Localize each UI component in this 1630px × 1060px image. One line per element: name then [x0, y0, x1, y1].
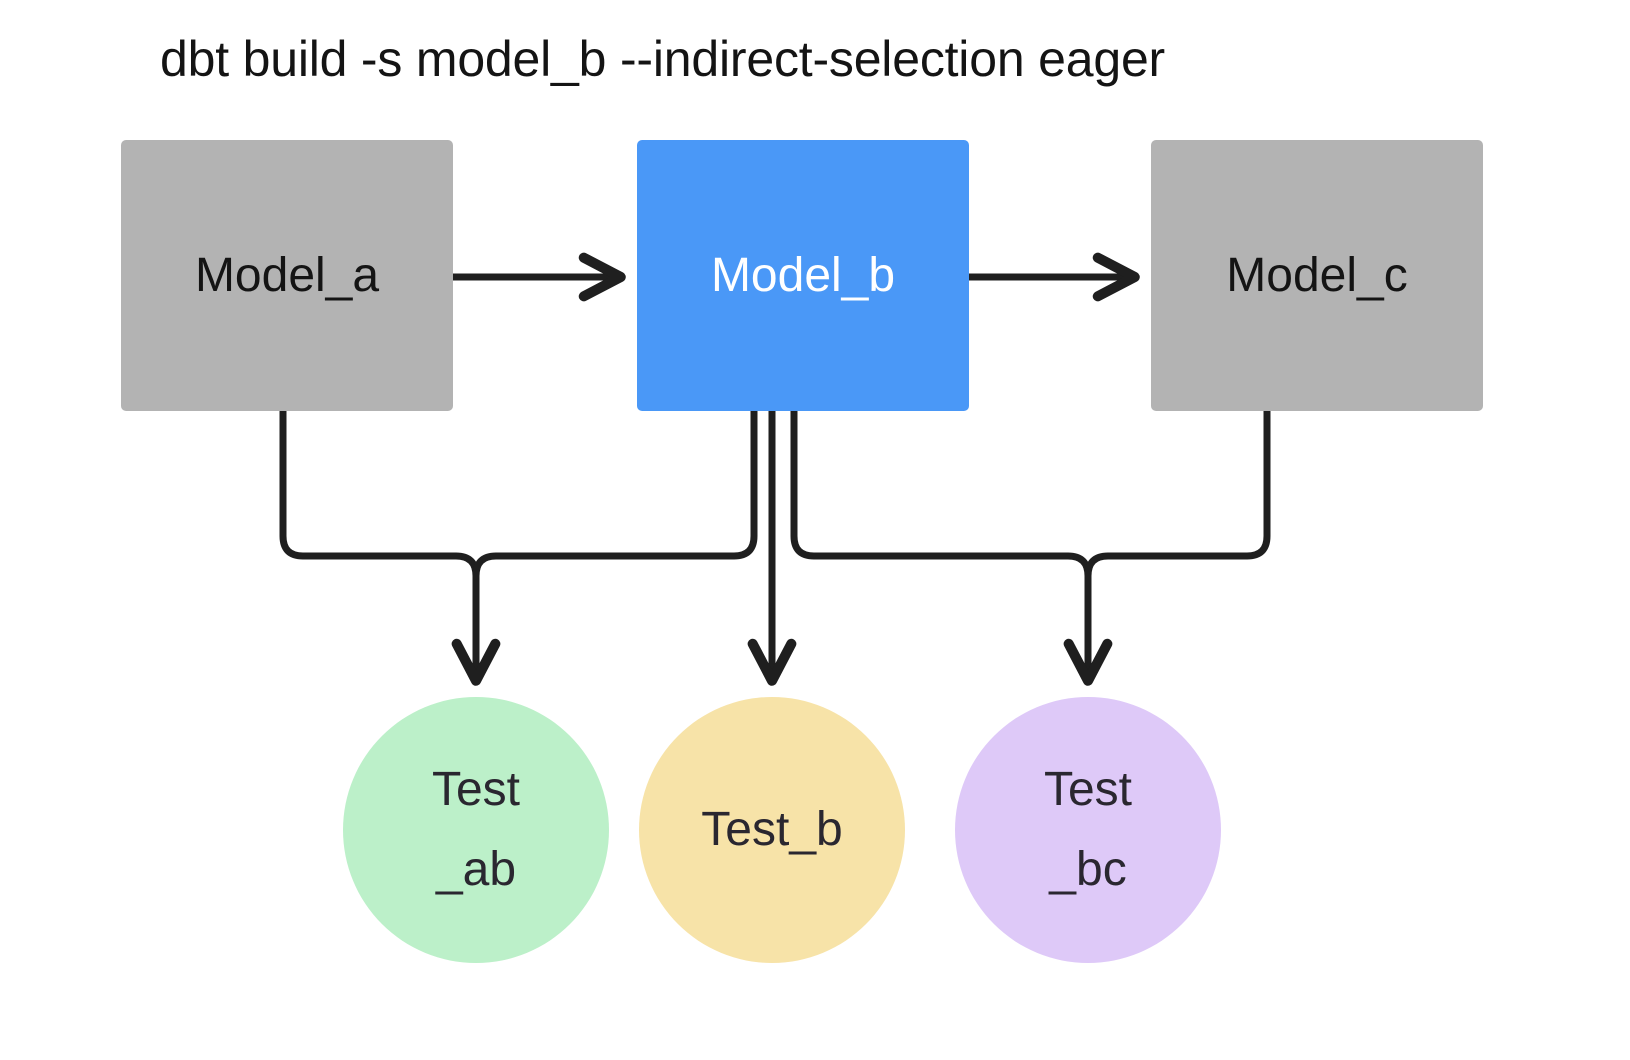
- node-test-b[interactable]: Test_b: [639, 697, 905, 963]
- node-test-bc-label-line2: _bc: [1049, 843, 1127, 896]
- node-test-b-label-line1: Test_b: [701, 803, 843, 856]
- edge-model-b-to-test-bc: [790, 407, 1113, 686]
- node-model-c[interactable]: Model_c: [1151, 140, 1483, 411]
- node-test-ab-label-line1: Test: [431, 763, 521, 816]
- node-test-ab-label-line2: _ab: [435, 843, 517, 896]
- edge-model-c-to-test-bc: [1084, 407, 1271, 580]
- node-test-bc[interactable]: Test _bc: [955, 697, 1221, 963]
- node-test-bc-label-line1: Test: [1043, 763, 1133, 816]
- node-model-c-label: Model_c: [1226, 248, 1408, 302]
- node-model-b-label: Model_b: [710, 248, 896, 302]
- diagram-title: dbt build -s model_b --indirect-selectio…: [160, 31, 1166, 87]
- edge-model-a-to-test-ab: [279, 407, 501, 686]
- node-test-ab[interactable]: Test _ab: [343, 697, 609, 963]
- edge-model-b-to-test-ab: [472, 407, 758, 580]
- node-model-a[interactable]: Model_a: [121, 140, 453, 411]
- node-model-a-label: Model_a: [194, 248, 380, 302]
- node-model-b[interactable]: Model_b: [637, 140, 969, 411]
